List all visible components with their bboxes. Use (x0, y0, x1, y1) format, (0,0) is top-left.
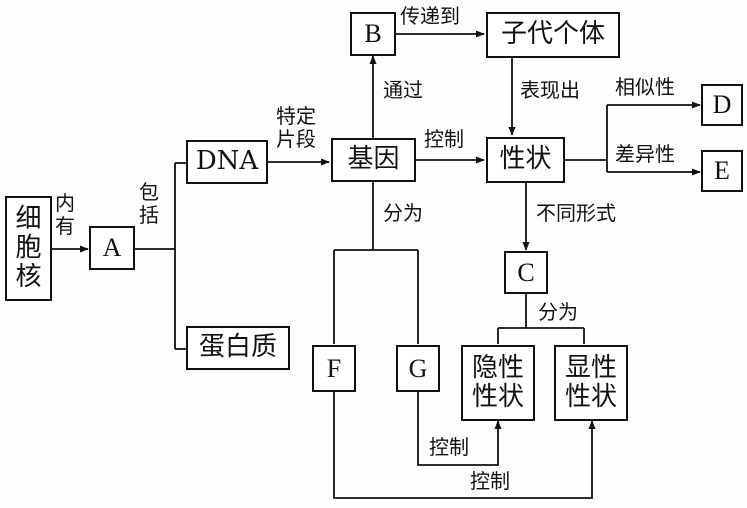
node-dna: DNA (186, 140, 268, 184)
node-nucleus-char-1: 细 (15, 203, 42, 234)
label-difference: 差异性 (615, 142, 675, 166)
label-includes-2: 括 (139, 203, 159, 227)
node-protein: 蛋白质 (186, 326, 290, 370)
label-segment-2: 片段 (276, 127, 316, 151)
label-contains: 内 有 (55, 192, 75, 238)
node-nucleus: 细 胞 核 (5, 196, 52, 301)
node-nucleus-char-3: 核 (15, 262, 42, 293)
label-contains-1: 内 (55, 191, 75, 215)
node-d: D (701, 84, 743, 126)
label-similarity: 相似性 (615, 75, 675, 99)
label-includes: 包 括 (139, 181, 159, 227)
arrow-f-to-dominant (333, 392, 596, 499)
label-passed-to: 传递到 (400, 4, 460, 28)
node-recessive-line-1: 隐性 (471, 352, 524, 383)
node-gene: 基因 (331, 138, 416, 182)
label-gene-divides: 分为 (383, 201, 423, 225)
label-f-control: 控制 (470, 469, 510, 493)
node-f: F (312, 345, 356, 392)
node-recessive-trait: 隐性 性状 (461, 345, 535, 421)
label-segment-1: 特定 (276, 104, 316, 128)
node-c: C (504, 251, 548, 294)
arrow-g-to-recessive (417, 392, 502, 466)
label-contains-2: 有 (55, 214, 75, 238)
label-gene-control-trait: 控制 (424, 127, 464, 151)
node-trait: 性状 (486, 137, 565, 183)
node-b: B (350, 12, 396, 56)
node-a: A (89, 226, 135, 270)
node-e: E (701, 150, 743, 192)
label-includes-1: 包 (139, 180, 159, 204)
node-nucleus-char-2: 胞 (15, 232, 42, 263)
node-g: G (396, 345, 440, 392)
node-dominant-line-1: 显性 (564, 352, 617, 383)
node-dominant-trait: 显性 性状 (554, 345, 628, 421)
label-shows: 表现出 (520, 78, 580, 102)
node-recessive-line-2: 性状 (471, 382, 524, 412)
label-g-control: 控制 (429, 435, 469, 459)
label-specific-segment: 特定 片段 (276, 105, 316, 151)
node-offspring: 子代个体 (486, 12, 620, 58)
node-dominant-line-2: 性状 (564, 382, 617, 412)
label-c-divides: 分为 (538, 300, 578, 324)
label-through: 通过 (383, 78, 423, 102)
label-different-forms: 不同形式 (536, 201, 616, 225)
